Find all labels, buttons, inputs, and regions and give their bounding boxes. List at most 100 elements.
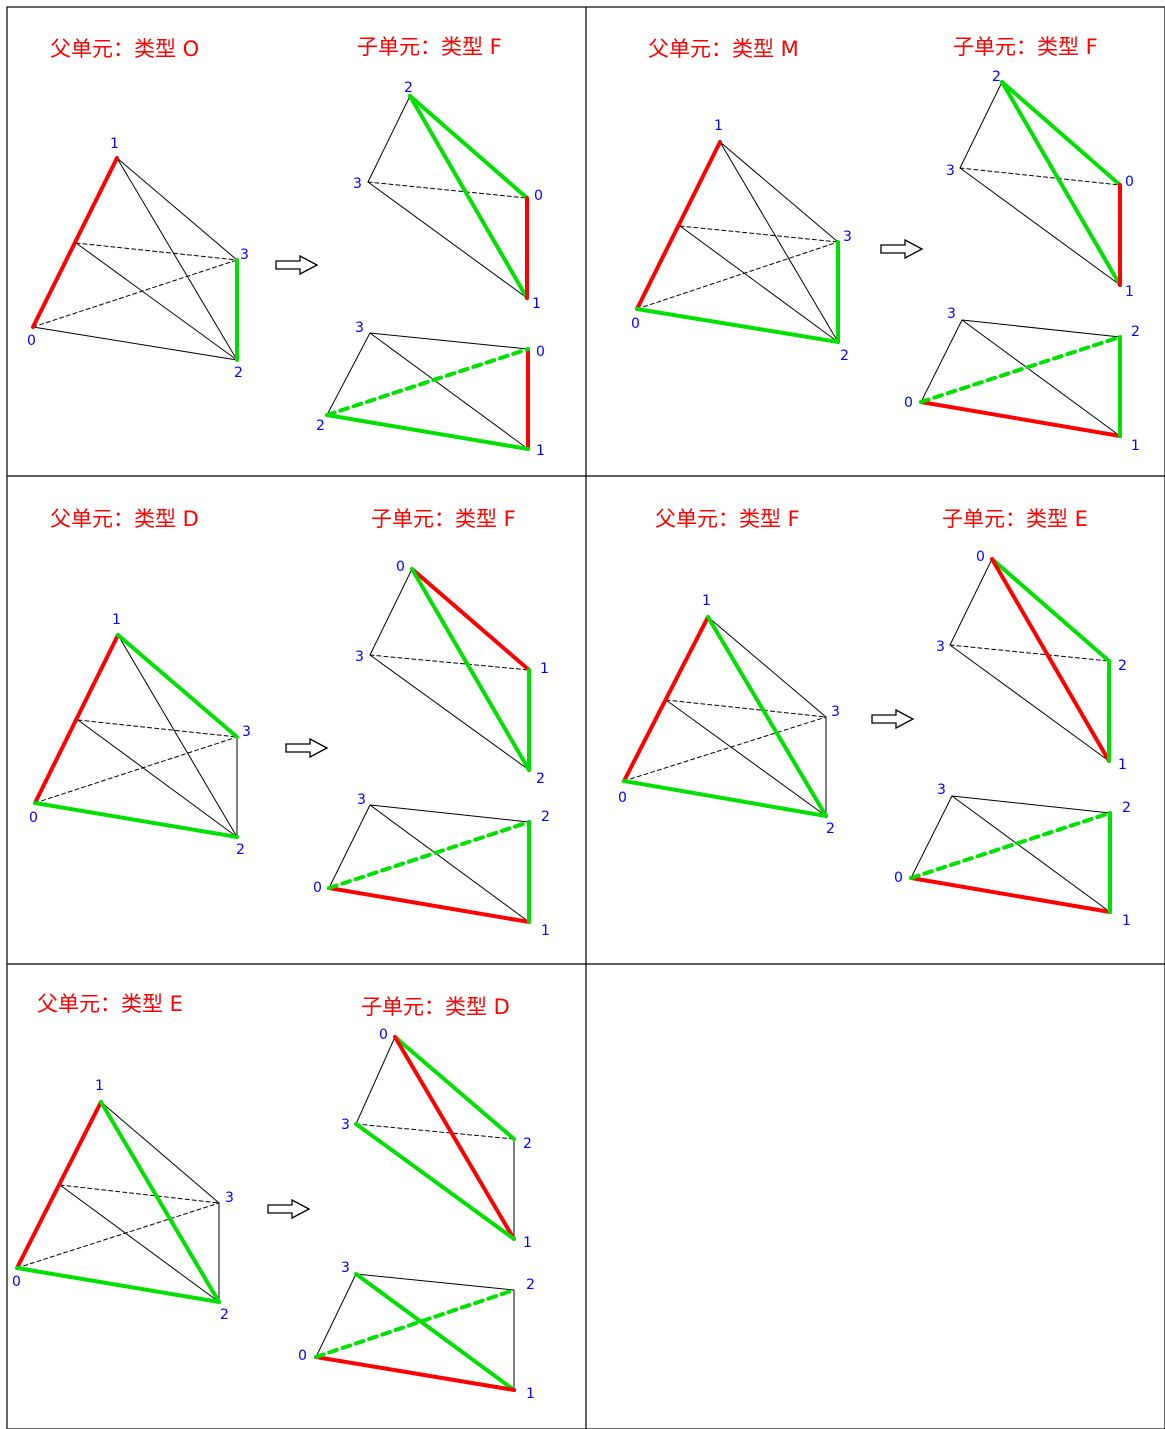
vertex-label-0: 0	[904, 395, 913, 411]
transform-arrow-icon	[285, 737, 329, 759]
edge-3-0-black	[369, 332, 529, 350]
child-title: 子单元：类型 D	[361, 995, 510, 1019]
vertex-label-0: 0	[618, 790, 627, 806]
edge-3-2-black	[369, 654, 530, 771]
edge-m01-3-black	[59, 1184, 220, 1204]
vertex-label-1: 1	[112, 612, 121, 628]
edge-1-3-black	[719, 141, 839, 243]
edge-3-1-black	[951, 795, 1111, 913]
edge-2-1-green	[325, 413, 530, 451]
vertex-label-3: 3	[355, 649, 364, 665]
vertex-label-1: 1	[536, 443, 545, 459]
edge-2-1-green	[408, 94, 529, 300]
edge-m01-2-black	[59, 1184, 220, 1303]
vertex-label-2: 2	[526, 1277, 535, 1293]
edge-1-2-black	[719, 141, 839, 343]
child-tetrahedron-2: 3 2 0 1	[298, 1260, 535, 1402]
vertex-label-0: 0	[894, 870, 903, 886]
edge-m01-2-black	[679, 225, 839, 343]
edge-0-2-green	[410, 567, 531, 772]
vertex-label-2: 2	[236, 842, 245, 858]
vertex-label-1: 1	[1118, 757, 1127, 773]
vertex-label-1: 1	[110, 136, 119, 152]
vertex-label-2: 2	[523, 1136, 532, 1152]
edge-3-2-black	[961, 319, 1121, 338]
edge-3-1-black	[367, 181, 528, 299]
edge-0-1-red	[919, 400, 1122, 438]
vertex-label-1: 1	[1125, 284, 1134, 300]
vertex-label-0: 0	[29, 810, 38, 826]
vertex-label-2: 2	[1118, 658, 1127, 674]
edge-m01-2-black	[77, 719, 238, 838]
edge-2-3-black	[367, 95, 411, 183]
vertex-label-0: 0	[976, 549, 985, 565]
vertex-label-3: 3	[357, 792, 366, 808]
edge-3-0-black	[328, 804, 371, 889]
vertex-label-1: 1	[532, 296, 541, 312]
edge-3-2-black	[355, 1123, 515, 1140]
parent-title: 父单元：类型 F	[655, 507, 800, 531]
edge-3-1-black	[369, 804, 530, 923]
vertex-label-3: 3	[240, 247, 249, 263]
edge-1-2-black	[116, 157, 238, 361]
edge-0-1-red	[990, 557, 1111, 763]
vertex-label-0: 0	[298, 1348, 307, 1364]
vertex-label-0: 0	[27, 333, 36, 349]
edge-0-2-green	[314, 1288, 516, 1359]
edge-3-2-black	[355, 1273, 515, 1291]
vertex-label-3: 3	[947, 306, 956, 322]
vertex-label-2: 2	[536, 771, 545, 787]
child-title: 子单元：类型 F	[953, 35, 1098, 59]
vertex-label-1: 1	[1122, 913, 1131, 929]
vertex-label-0: 0	[631, 316, 640, 332]
edge-0-1-red	[410, 567, 531, 672]
edge-0-2-green	[622, 779, 828, 818]
parent-title: 父单元：类型 O	[50, 37, 199, 61]
edge-3-2-black	[369, 804, 530, 823]
edge-0-3-black	[623, 716, 827, 782]
edge-3-1-black	[369, 332, 529, 450]
edge-0-3-black	[34, 736, 238, 804]
edge-3-0-black	[367, 181, 528, 199]
edge-1-2-green	[99, 1100, 221, 1304]
edge-m01-3-black	[77, 719, 238, 738]
edge-0-3-black	[16, 1202, 220, 1269]
edge-0-1-red	[33, 633, 120, 805]
transform-arrow-icon	[267, 1198, 311, 1220]
edge-m01-2-black	[665, 699, 827, 817]
edge-3-1-black	[949, 644, 1110, 762]
edge-0-3-black	[355, 1036, 396, 1125]
edge-0-3-black	[949, 558, 993, 646]
edge-1-3-black	[100, 1101, 220, 1204]
child-title: 子单元：类型 F	[357, 35, 502, 59]
edge-2-1-green	[1000, 80, 1122, 287]
edge-1-3-black	[116, 157, 238, 261]
edge-0-3-black	[32, 259, 238, 328]
parent-title: 父单元：类型 D	[50, 507, 199, 531]
edge-0-2-green	[393, 1035, 516, 1141]
vertex-label-1: 1	[714, 118, 723, 134]
edge-2-0-green	[408, 94, 529, 200]
vertex-label-3: 3	[225, 1190, 234, 1206]
vertex-label-0: 0	[12, 1274, 21, 1290]
edge-3-0-black	[315, 1273, 357, 1358]
edge-0-2-green	[909, 811, 1112, 880]
transform-arrow-icon	[871, 708, 915, 730]
vertex-label-2: 2	[541, 809, 550, 825]
vertex-label-1: 1	[526, 1386, 535, 1402]
transform-arrow-icon	[275, 254, 319, 276]
edge-1-2-black	[117, 634, 238, 838]
vertex-label-3: 3	[843, 229, 852, 245]
edge-3-2-black	[951, 795, 1111, 814]
vertex-label-3: 3	[341, 1260, 350, 1276]
